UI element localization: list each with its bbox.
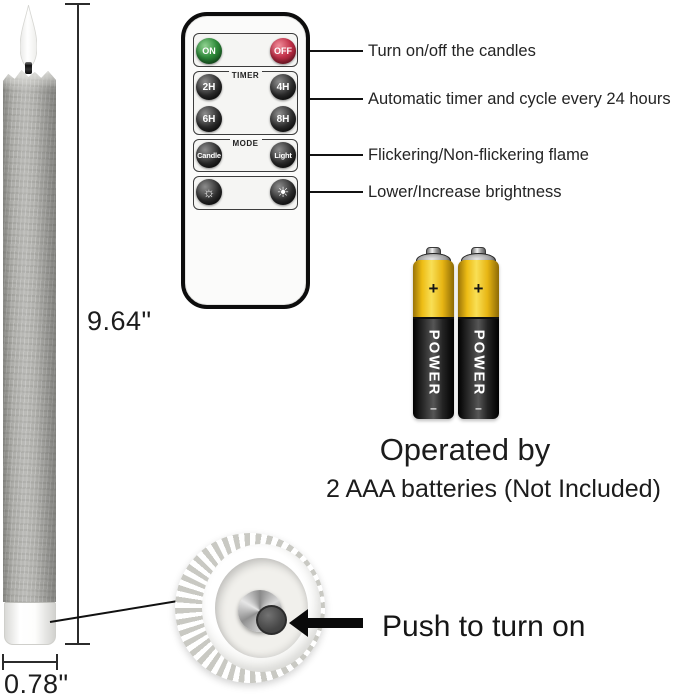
candle-wick [25,62,32,74]
remote-control: TIMER MODE ON OFF 2H 4H 6H 8H Candle Lig… [181,12,310,309]
battery-2: + POWER – [458,247,499,419]
callout-line-brightness [310,191,363,193]
batteries-not-included-caption: 2 AAA batteries (Not Included) [326,475,661,503]
callout-line-power [310,50,363,52]
candle-flame [20,5,37,67]
timer-4h-button: 4H [270,74,296,100]
push-power-button [256,605,287,635]
width-dimension-line [3,661,58,663]
width-label: 0.78" [4,669,69,697]
aaa-batteries: + POWER – + POWER – [413,247,499,419]
candle-bottom-enlarged [175,533,325,685]
battery-brand: POWER [470,329,487,397]
timer-6h-button: 6H [196,106,222,132]
plus-symbol: + [473,279,484,298]
height-label: 9.64" [87,306,152,336]
minus-symbol: – [475,401,482,415]
operated-by-caption: Operated by [379,432,551,467]
off-button: OFF [270,38,296,64]
dim-sun-icon: ☼ [196,179,222,205]
timer-section-label: TIMER [193,65,298,83]
arrow-left-icon [289,609,308,637]
candle-base [4,602,56,645]
width-dimension-right-tick [56,654,58,670]
callout-line-mode [310,154,363,156]
timer-2h-button: 2H [196,74,222,100]
push-to-turn-on-label: Push to turn on [382,610,586,643]
callout-line-timer [310,98,363,100]
mode-light-button: Light [270,142,296,168]
width-dimension-left-tick [2,654,4,670]
timer-8h-button: 8H [270,106,296,132]
mode-candle-button: Candle [196,142,222,168]
height-dimension-line [77,4,79,645]
annotation-power: Turn on/off the candles [368,42,536,60]
height-dimension-top-cap [65,3,90,5]
mode-section-label: MODE [193,133,298,151]
battery-brand: POWER [425,329,442,397]
annotation-mode: Flickering/Non-flickering flame [368,146,589,164]
plus-symbol: + [428,279,439,298]
battery-1: + POWER – [413,247,454,419]
minus-symbol: – [430,401,437,415]
bright-sun-icon: ☀ [270,179,296,205]
on-button: ON [196,38,222,64]
height-dimension-bottom-cap [65,643,90,645]
annotation-brightness: Lower/Increase brightness [368,183,562,201]
arrow-shaft [306,618,363,628]
candle-body [3,70,56,602]
annotation-timer: Automatic timer and cycle every 24 hours [368,90,671,108]
